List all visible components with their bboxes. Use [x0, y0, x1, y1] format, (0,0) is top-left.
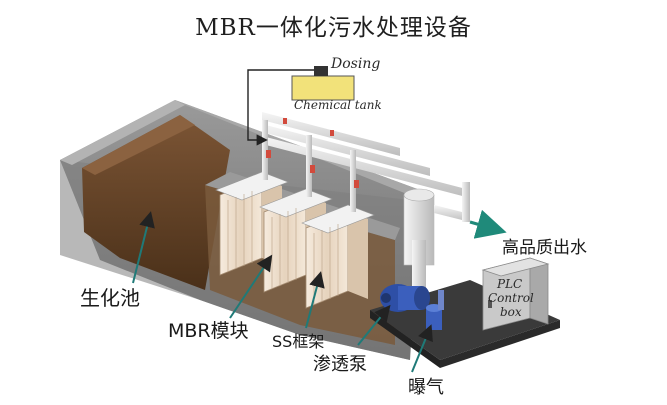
aeration-label: 曝气 — [408, 377, 444, 398]
header-pipes — [262, 112, 470, 212]
bioreactor-sludge — [82, 115, 230, 290]
chemical-tank — [291, 66, 355, 101]
diagram-title: MBR一体化污水处理设备 — [195, 15, 472, 41]
effluent-label: 高品质出水 — [502, 238, 587, 258]
dosing-line — [247, 69, 318, 146]
permeate-pump-label: 渗透泵 — [313, 354, 367, 375]
chemical-tank-label: Chemical tank — [294, 98, 382, 112]
membrane-modules — [215, 171, 375, 309]
plc-label-line2: Control — [488, 291, 534, 305]
dosing-label: Dosing — [331, 56, 381, 72]
bio-tank-label: 生化池 — [80, 286, 140, 310]
leader-lines — [132, 211, 433, 373]
plc-label-line1: PLC — [497, 277, 523, 291]
ss-frame-label: SS框架 — [272, 332, 325, 351]
plc-cabinet — [481, 257, 550, 331]
plc-label-line3: box — [500, 305, 522, 319]
mbr-module-label: MBR模块 — [168, 320, 249, 342]
